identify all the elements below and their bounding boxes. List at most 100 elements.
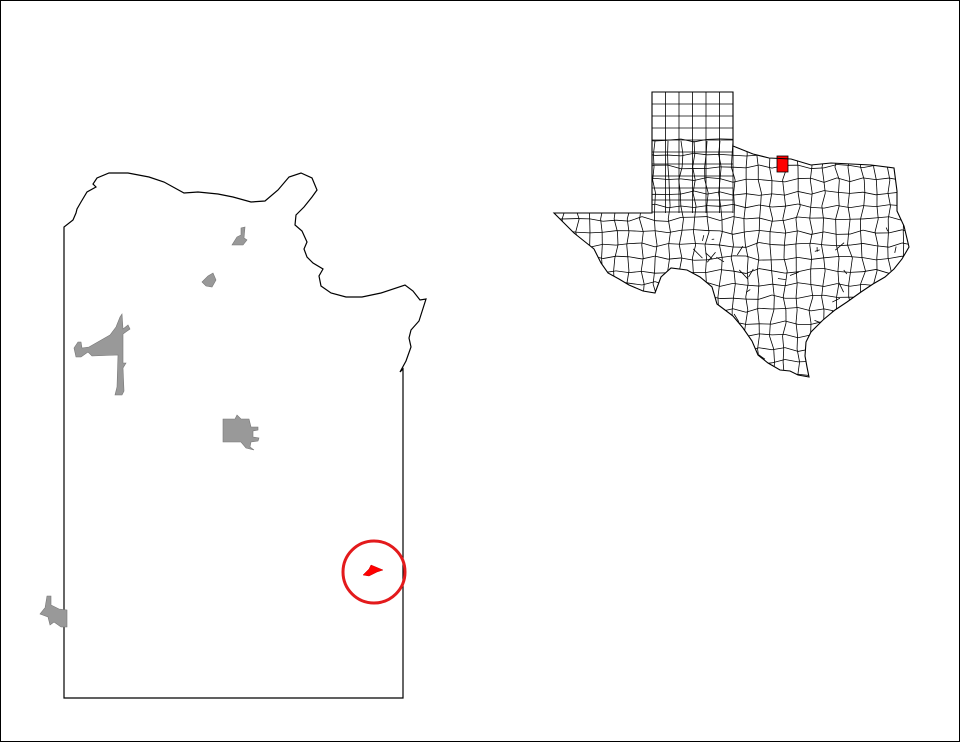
county-boundary [577,375,590,376]
county-boundary [783,206,786,219]
county-boundary [668,282,681,286]
county-boundary [628,297,629,310]
county-boundary [616,373,629,377]
county-boundary [590,244,603,247]
county-boundary [679,362,681,375]
county-boundary [837,271,850,272]
county-boundary [758,310,759,323]
county-boundary [783,362,784,375]
county-boundary [627,232,629,245]
county-boundary [760,206,761,219]
county-boundary [705,349,708,362]
county-boundary [861,297,862,310]
county-boundary [839,283,844,293]
county-boundary [707,219,709,232]
county-boundary [785,191,798,195]
county-boundary [720,204,733,206]
county-boundary [629,283,642,285]
county-boundary [824,269,837,272]
county-boundary [680,284,682,297]
county-boundary [655,361,668,364]
county-boundary [720,271,722,284]
county-boundary [745,349,748,362]
county-boundary [590,347,603,348]
county-boundary [564,232,567,245]
county-boundary [733,376,746,377]
county-boundary [888,362,891,375]
county-boundary [850,322,863,325]
county-boundary [590,256,603,259]
county-boundary [590,335,603,337]
county-boundary [832,298,840,302]
county-boundary [851,258,853,271]
county-boundary [811,191,824,195]
county-boundary [796,310,797,323]
county-boundary [876,269,889,273]
county-boundary [692,245,695,258]
county-boundary [876,308,889,312]
county-boundary [811,284,813,297]
county-boundary [616,334,629,336]
county-boundary [874,284,875,297]
county-boundary [876,335,889,338]
county-boundary [629,373,642,377]
county-boundary [733,360,746,363]
county-boundary [577,295,590,298]
county-boundary [615,336,618,349]
county-boundary [732,323,733,336]
county-boundary [590,360,603,361]
county-boundary [889,334,902,335]
county-boundary [863,362,876,364]
county-boundary [616,271,629,273]
county-boundary [577,269,590,270]
county-boundary [642,243,655,247]
county-boundary [707,252,715,262]
county-boundary [891,336,892,349]
county-boundary [627,336,630,349]
county-boundary [679,232,682,245]
county-boundary [681,282,694,285]
county-boundary [577,191,590,195]
county-boundary [759,140,772,141]
county-boundary [655,335,668,336]
county-boundary [849,310,853,323]
county-boundary [669,193,670,206]
county-boundary [707,360,720,362]
county-boundary [603,191,616,193]
county-boundary [811,349,824,351]
county-boundary [835,336,838,349]
county-boundary [576,271,578,284]
county-boundary [616,141,618,154]
county-boundary [772,271,785,273]
county-boundary [719,154,722,167]
county-boundary [551,258,552,271]
county-boundary [812,362,817,372]
county-boundary [575,193,576,206]
county-boundary [902,152,915,153]
county-boundary [848,245,853,258]
county-boundary [785,360,798,362]
county-boundary [798,362,800,375]
county-boundary [745,193,746,206]
county-boundary [705,310,708,323]
county-boundary [590,258,592,271]
county-boundary [824,143,837,144]
county-boundary [849,323,851,336]
county-boundary [902,324,915,325]
county-boundary [577,232,590,233]
county-boundary [681,206,694,207]
county-boundary [759,284,772,286]
county-boundary [902,191,915,192]
county-boundary [603,282,616,284]
county-boundary [693,362,694,375]
county-boundary [810,349,813,362]
county-boundary [863,243,876,245]
county-boundary [603,256,616,258]
county-boundary [550,284,552,297]
county-boundary [590,282,603,284]
county-boundary [575,141,577,154]
county-boundary [759,295,772,299]
county-boundary [798,165,811,168]
county-boundary [796,284,797,297]
county-boundary [732,297,733,310]
